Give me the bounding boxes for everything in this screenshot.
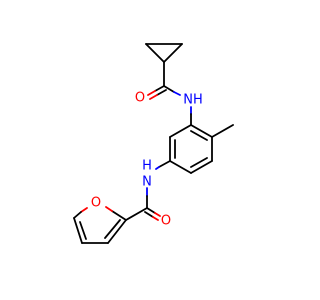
bond — [173, 91, 181, 96]
bond — [156, 89, 167, 96]
furan-ring — [73, 206, 127, 244]
top-carbonyl — [147, 85, 167, 100]
bottom-carbonyl — [144, 207, 161, 221]
atom-label-hydrogen: H — [142, 159, 152, 174]
atom-label-nh: NH — [183, 93, 203, 108]
bond — [190, 130, 208, 141]
bond — [144, 211, 154, 218]
atom-label-oxygen: O — [91, 196, 101, 211]
bond — [125, 207, 148, 221]
bond — [169, 160, 192, 174]
bond — [149, 94, 158, 100]
benzene-ring — [169, 124, 213, 174]
bond — [154, 85, 165, 92]
bond — [163, 43, 183, 63]
bond — [169, 124, 192, 138]
molecule-diagram: O NH N H O O — [73, 43, 234, 244]
bond — [146, 207, 156, 214]
atom-label-nitrogen: N — [142, 175, 152, 190]
bond — [145, 43, 165, 63]
cyclopropyl-ring — [145, 43, 183, 63]
bond — [190, 160, 213, 174]
bond — [163, 85, 175, 93]
bond — [80, 207, 88, 213]
bond — [155, 166, 160, 170]
atom-label-oxygen: O — [135, 91, 145, 106]
bond — [104, 219, 121, 239]
bond — [190, 157, 208, 168]
bond — [190, 124, 213, 138]
bond — [211, 124, 234, 138]
bond — [152, 216, 159, 221]
structure-canvas: O NH N H O O — [73, 43, 234, 244]
bond — [73, 211, 82, 219]
bond — [158, 160, 171, 168]
bond — [73, 217, 83, 244]
bond — [154, 212, 161, 217]
bond — [79, 221, 87, 240]
bond — [107, 219, 127, 244]
bond — [147, 90, 156, 96]
bond — [111, 210, 127, 221]
atom-label-oxygen: O — [161, 214, 171, 229]
bond — [105, 206, 113, 212]
